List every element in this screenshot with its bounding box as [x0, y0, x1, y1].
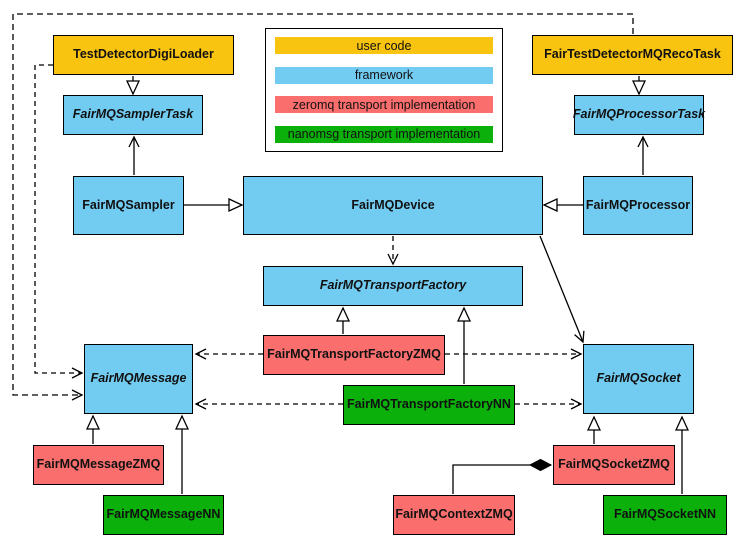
legend-item-framework: framework: [275, 66, 493, 84]
node-fairmqtransportfactorynn: FairMQTransportFactoryNN: [343, 385, 515, 425]
node-label: FairMQSocketZMQ: [558, 457, 670, 472]
legend-item-user-code: user code: [275, 37, 493, 54]
node-fairmqdevice: FairMQDevice: [243, 176, 543, 235]
node-fairmqsamplertask: FairMQSamplerTask: [63, 95, 203, 135]
node-testdetectordigiloader: TestDetectorDigiLoader: [53, 35, 234, 75]
node-fairmqsocketnn: FairMQSocketNN: [603, 495, 727, 535]
node-label: FairMQMessageNN: [106, 507, 221, 522]
node-fairmqsampler: FairMQSampler: [73, 176, 184, 235]
node-label: FairMQMessageZMQ: [36, 457, 161, 472]
node-fairmqcontextzmq: FairMQContextZMQ: [393, 495, 515, 535]
edge-digiloader-depends-message: [34, 64, 84, 379]
node-label: FairMQSampler: [82, 197, 175, 212]
legend-item-zeromq: zeromq transport implementation: [275, 96, 493, 114]
node-fairmqsocketzmq: FairMQSocketZMQ: [553, 445, 675, 485]
node-fairmqsocket: FairMQSocket: [583, 344, 694, 414]
node-label: FairMQMessage: [90, 371, 187, 386]
node-label: FairTestDetectorMQRecoTask: [544, 47, 721, 62]
node-label: FairMQTransportFactory: [319, 278, 467, 293]
legend-label: user code: [356, 38, 412, 53]
node-fairmqmessage: FairMQMessage: [84, 344, 193, 414]
node-fairmqmessagezmq: FairMQMessageZMQ: [33, 445, 164, 485]
legend-label: nanomsg transport implementation: [287, 127, 481, 142]
edge-device-uses-socket: [539, 235, 585, 344]
node-fairmqtransportfactory: FairMQTransportFactory: [263, 266, 523, 306]
node-label: FairMQSamplerTask: [72, 107, 194, 122]
legend-label: framework: [354, 68, 414, 83]
node-label: FairMQContextZMQ: [395, 507, 513, 522]
node-label: FairMQTransportFactoryNN: [347, 397, 511, 412]
node-label: FairMQDevice: [351, 197, 435, 212]
node-fairmqprocessortask: FairMQProcessorTask: [572, 95, 706, 135]
node-label: FairMQSocketNN: [613, 507, 717, 522]
node-label: FairMQSocket: [596, 371, 681, 386]
edge-recotask-depends-message: [12, 13, 634, 401]
node-label: FairMQProcessorTask: [572, 107, 706, 122]
node-fairmqprocessor: FairMQProcessor: [583, 176, 693, 235]
node-label: FairMQProcessor: [585, 197, 691, 212]
legend-item-nanomsg: nanomsg transport implementation: [275, 125, 493, 143]
node-label: TestDetectorDigiLoader: [73, 47, 214, 62]
node-fairmqmessagenn: FairMQMessageNN: [103, 495, 224, 535]
node-fairtestdetectormqrecotask: FairTestDetectorMQRecoTask: [532, 35, 733, 75]
legend: user code framework zeromq transport imp…: [265, 28, 503, 152]
node-label: FairMQTransportFactoryZMQ: [267, 347, 441, 362]
edge-socketzmq-owns-contextzmq: [452, 465, 551, 494]
legend-label: zeromq transport implementation: [292, 97, 476, 112]
node-fairmqtransportfactoryzmq: FairMQTransportFactoryZMQ: [263, 335, 445, 375]
